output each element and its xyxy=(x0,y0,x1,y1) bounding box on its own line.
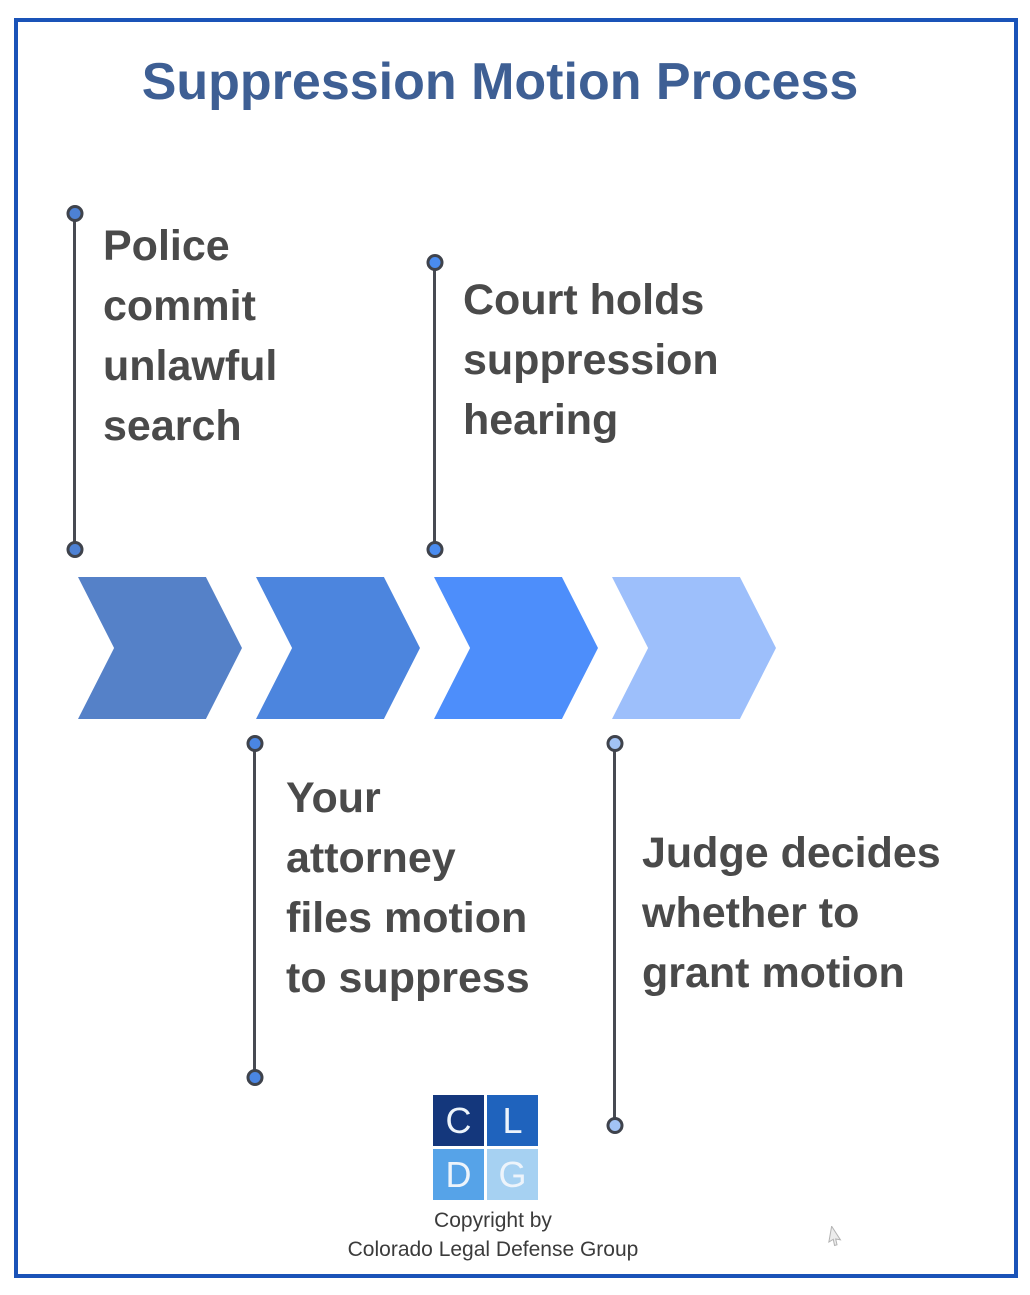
copyright-line2: Colorado Legal Defense Group xyxy=(347,1238,639,1261)
logo-cell-l: L xyxy=(487,1095,538,1146)
timeline-dot xyxy=(246,1069,263,1086)
timeline-dot xyxy=(606,735,623,752)
timeline-connector-step2 xyxy=(246,735,263,1086)
copyright-line1: Copyright by xyxy=(434,1209,552,1232)
logo-cell-g: G xyxy=(487,1149,538,1200)
logo-cell-c: C xyxy=(433,1095,484,1146)
timeline-connector-step4 xyxy=(606,735,623,1134)
timeline-dot xyxy=(66,541,83,558)
cldg-logo: C L D G xyxy=(433,1095,538,1200)
timeline-dot xyxy=(606,1117,623,1134)
timeline-dot xyxy=(426,541,443,558)
logo-cell-d: D xyxy=(433,1149,484,1200)
step-label-3: Court holds suppression hearing xyxy=(463,276,719,444)
timeline-dot xyxy=(66,205,83,222)
timeline-connector-step3 xyxy=(426,254,443,558)
timeline-dot xyxy=(246,735,263,752)
timeline-connector-step1 xyxy=(66,205,83,558)
mouse-cursor-icon xyxy=(828,1226,842,1247)
page-title: Suppression Motion Process xyxy=(141,53,859,111)
border-frame xyxy=(14,18,1018,1278)
step-label-2: Your attorney files motion to suppress xyxy=(286,774,530,1002)
timeline-dot xyxy=(426,254,443,271)
copyright-text: Copyright by Colorado Legal Defense Grou… xyxy=(243,1206,743,1264)
step-label-1: Police commit unlawful search xyxy=(103,222,278,450)
step-label-4: Judge decides whether to grant motion xyxy=(642,829,941,997)
